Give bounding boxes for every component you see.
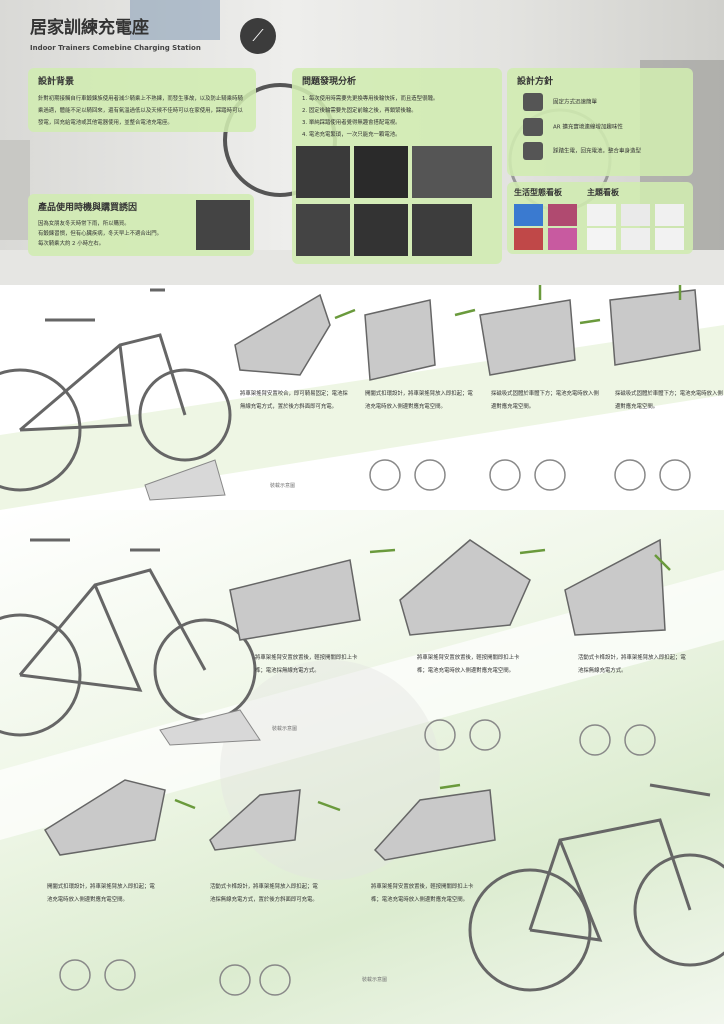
background-panel: 設計背景 針對初期接觸自行車鍛鍊族使用者減少騎乘上不熟練，而發生事故，以及防止騎…	[28, 68, 256, 132]
concept-caption: 將車架搖臂安置咬合，即可騎易固定；電池採無線充電方式，置於後方斜面即可充電。	[240, 391, 348, 410]
charger-sketch-6	[399, 539, 531, 636]
theme-image	[655, 228, 684, 250]
concept-caption: 將車架搖臂安置放置後，輕按開關即扣上卡榫；電池採無線充電方式。	[255, 655, 358, 674]
loading-diagram-label: 裝載示意圖	[362, 977, 388, 983]
background-text: 針對初期接觸自行車鍛鍊族使用者減少騎乘上不熟練，而發生事故，以及防止騎乘時騎乘過…	[38, 96, 243, 126]
photo-quick-release	[296, 146, 350, 198]
concept-caption: 採磁吸式固體於車體下方；電池充電時放入側邊對應充電空間。	[491, 391, 599, 410]
bike-stand-logo-icon: ⟋	[240, 18, 276, 54]
charger-sketch-9	[209, 789, 301, 851]
row1-sketches	[0, 285, 724, 510]
row2-3-sketches	[0, 538, 724, 996]
charger-sketch-2	[364, 299, 436, 381]
concept-row-1: 將車架搖臂安置咬合，即可騎易固定；電池採無線充電方式，置於後方斜面即可充電。 開…	[0, 285, 724, 510]
bicycle-sketch-large	[468, 783, 724, 992]
theme-image	[587, 204, 616, 226]
page-subtitle: Indoor Trainers Comebine Charging Statio…	[30, 44, 201, 52]
fixing-icon	[523, 93, 543, 111]
photo-rear-wheel	[354, 146, 408, 198]
charger-sketch-7	[564, 538, 666, 636]
loading-diagram-label: 裝載示意圖	[270, 483, 296, 489]
concept-rows-2-3: 將車架搖臂安置放置後，輕按開關即扣上卡榫；電池採無線充電方式。 將車架搖臂安置放…	[0, 510, 724, 1024]
usage-panel: 產品使用時機與購買誘因 因為女朋友冬天時常下雨，所以購買。 有鍛鍊習慣，但有心臟…	[28, 194, 254, 256]
concept-caption: 將車架搖臂安置放置後，輕按開關即扣上卡榫；電池充電時放入側邊對應充電空間。	[417, 655, 520, 674]
bicycle-sketch	[0, 538, 257, 737]
usage-item: 因為女朋友冬天時常下雨，所以購買。	[38, 221, 130, 227]
concept-caption: 活動式卡榫設計，將車架搖臂放入即扣起；電池採無線充電方式。	[578, 655, 686, 674]
theme-image	[621, 204, 650, 226]
bicycle-sketch	[0, 288, 232, 492]
arrow-icons	[334, 285, 682, 325]
problem-panel: 問題發現分析 1. 每次使用時需要先更換專用後輪快拆，而且造型很醜。 2. 固定…	[292, 68, 502, 264]
photo-charging	[412, 204, 472, 256]
usage-item: 有鍛鍊習慣，但有心臟疾病，冬天早上不適合出門。	[38, 231, 162, 237]
page-title: 居家訓練充電座	[30, 18, 149, 38]
charger-sketch-4	[609, 289, 701, 366]
charger-sketch-8	[43, 779, 166, 856]
concept-caption: 開闔式扣環設計，將車架搖臂放入即扣起；電池充電時放入側邊對應充電空間。	[47, 884, 155, 903]
problem-photos	[296, 146, 496, 261]
battery-icon	[523, 142, 543, 160]
charger-sketch-5	[229, 559, 361, 641]
theme-image	[587, 228, 616, 250]
boards-panel: 生活型態看板 主題看板	[507, 182, 693, 254]
photo-trainer-tv	[412, 146, 492, 198]
problem-title: 問題發現分析	[302, 77, 357, 87]
photo-battery	[296, 204, 350, 256]
ar-headset-icon	[523, 117, 543, 136]
concept-caption: 活動式卡榫設計，將車架搖臂放入即扣起；電池採無線充電方式，置於後方斜面即可充電。	[210, 884, 318, 903]
concept-caption: 採磁吸式固體於車體下方；電池充電時放入側邊對應充電空間。	[615, 391, 723, 410]
hero-section: 居家訓練充電座 Indoor Trainers Comebine Chargin…	[0, 0, 724, 285]
charger-sketch-10	[373, 789, 496, 861]
theme-board-title: 主題看板	[587, 188, 619, 197]
usage-photo	[196, 200, 250, 250]
theme-image	[621, 228, 650, 250]
design-item: AR 擴充實境連線增加趣味性	[553, 124, 623, 130]
concept-caption: 開闔式扣環設計，將車架搖臂放入即扣起；電池充電時放入側邊對應充電空間。	[365, 391, 473, 410]
problem-item: 3. 單純踩踏使用者覺得無趣會搭配電視。	[302, 120, 401, 126]
design-item: 固定方式迅速簡單	[553, 99, 598, 106]
problem-item: 2. 固定後輪需要先固定前輪之後，再鎖緊後輪。	[302, 108, 417, 114]
lifestyle-board-title: 生活型態看板	[514, 188, 562, 197]
mini-bike-sketches	[369, 459, 691, 491]
usage-title: 產品使用時機與購買誘因	[38, 203, 138, 213]
problem-item: 1. 每次使用時需要先更換專用後輪快拆，而且造型很醜。	[302, 96, 439, 102]
background-title: 設計背景	[38, 77, 75, 87]
photo-battery-charger	[354, 204, 408, 256]
arrow-icons	[174, 548, 671, 812]
design-title: 設計方針	[517, 77, 554, 87]
mini-bike-sketches	[59, 719, 656, 996]
design-panel: 設計方針 固定方式迅速簡單 AR 擴充實境連線增加趣味性 踩踏生電，回充電池，整…	[507, 68, 693, 176]
concept-caption: 將車架搖臂安置放置後，輕按開關即扣上卡榫；電池充電時放入側邊對應充電空間。	[371, 884, 474, 903]
stand-sketch	[144, 459, 226, 501]
lifestyle-image	[548, 204, 577, 226]
charger-sketch-1	[234, 293, 331, 376]
theme-image	[655, 204, 684, 226]
problem-item: 4. 電池充電繁瑣，一次只能充一顆電池。	[302, 132, 401, 138]
loading-diagram-label: 裝載示意圖	[272, 726, 298, 732]
charger-sketch-3	[479, 299, 576, 376]
usage-item: 每次騎乘大約 2 小時左右。	[38, 241, 105, 247]
lifestyle-image	[548, 228, 577, 250]
lifestyle-image	[514, 204, 543, 226]
design-item: 踩踏生電，回充電池，整合車身造型	[553, 148, 642, 155]
lifestyle-image	[514, 228, 543, 250]
